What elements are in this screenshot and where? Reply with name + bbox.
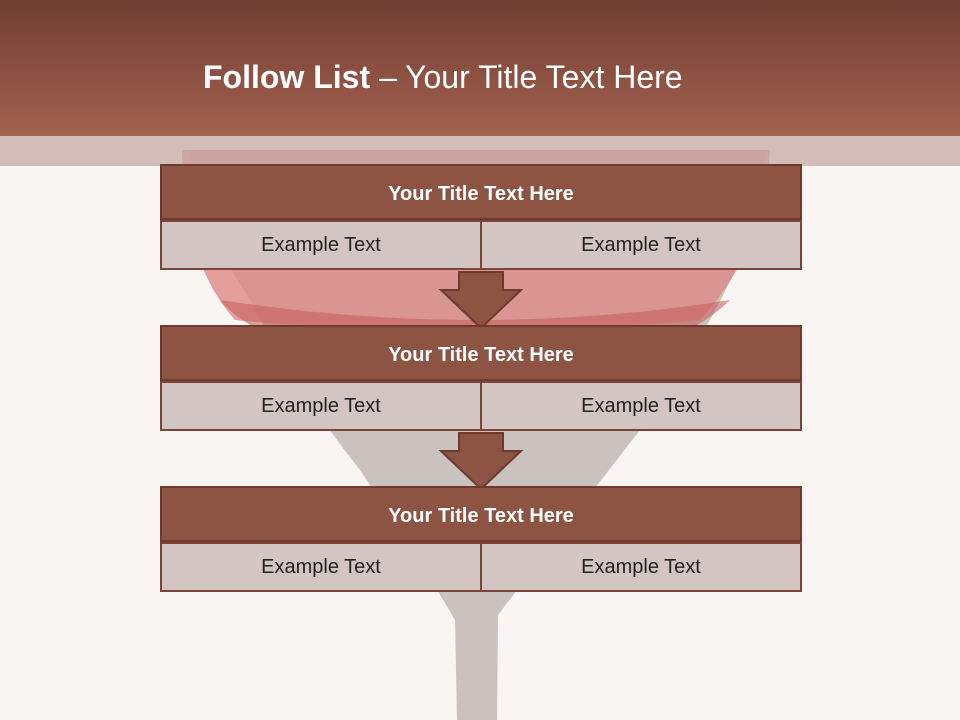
header-strip xyxy=(0,136,960,166)
header-band xyxy=(0,0,960,136)
list-block-1: Your Title Text Here Example Text Exampl… xyxy=(160,164,802,270)
block-title: Your Title Text Here xyxy=(160,325,802,381)
block-cell-right: Example Text xyxy=(482,220,802,270)
block-cell-left: Example Text xyxy=(160,542,482,592)
list-block-3: Your Title Text Here Example Text Exampl… xyxy=(160,486,802,592)
block-row: Example Text Example Text xyxy=(160,381,802,431)
down-arrow-icon xyxy=(438,432,524,491)
block-cell-left: Example Text xyxy=(160,381,482,431)
block-title: Your Title Text Here xyxy=(160,486,802,542)
list-block-2: Your Title Text Here Example Text Exampl… xyxy=(160,325,802,431)
block-cell-left: Example Text xyxy=(160,220,482,270)
block-row: Example Text Example Text xyxy=(160,220,802,270)
block-row: Example Text Example Text xyxy=(160,542,802,592)
block-cell-right: Example Text xyxy=(482,542,802,592)
block-cell-right: Example Text xyxy=(482,381,802,431)
down-arrow-icon xyxy=(438,271,524,330)
page-title: Follow List – Your Title Text Here xyxy=(203,52,683,102)
block-title: Your Title Text Here xyxy=(160,164,802,220)
page-title-rest: – Your Title Text Here xyxy=(370,59,683,95)
page-title-bold: Follow List xyxy=(203,59,371,95)
